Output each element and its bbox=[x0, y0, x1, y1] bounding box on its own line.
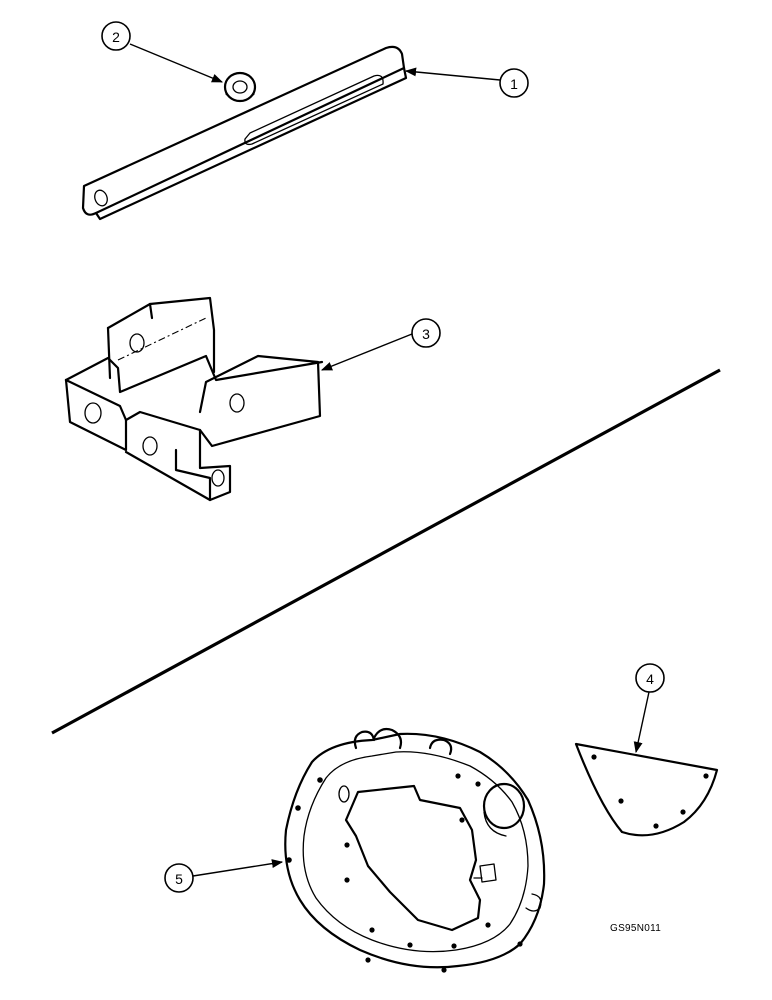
callout-2-label: 2 bbox=[112, 29, 120, 45]
reference-code: GS95N011 bbox=[610, 923, 661, 934]
part-3-bracket bbox=[64, 296, 324, 502]
leader-arrow-2 bbox=[129, 43, 224, 83]
leader-arrow-5 bbox=[192, 859, 284, 877]
callout-4: 4 bbox=[635, 663, 665, 693]
callout-1-label: 1 bbox=[510, 76, 518, 92]
leader-arrow-1 bbox=[404, 67, 501, 81]
callout-2: 2 bbox=[101, 21, 131, 51]
leader-arrow-4 bbox=[633, 691, 650, 754]
part-2-washer bbox=[223, 71, 257, 103]
callout-5: 5 bbox=[164, 863, 194, 893]
leader-arrow-3 bbox=[320, 333, 413, 371]
part-4-cover-plate bbox=[574, 742, 719, 837]
callout-4-label: 4 bbox=[646, 671, 654, 687]
part-5-flywheel-housing bbox=[284, 727, 546, 973]
callout-1: 1 bbox=[499, 68, 529, 98]
callout-3-label: 3 bbox=[422, 326, 430, 342]
callout-5-label: 5 bbox=[175, 871, 183, 887]
separator-line bbox=[51, 368, 721, 735]
callout-3: 3 bbox=[411, 318, 441, 348]
